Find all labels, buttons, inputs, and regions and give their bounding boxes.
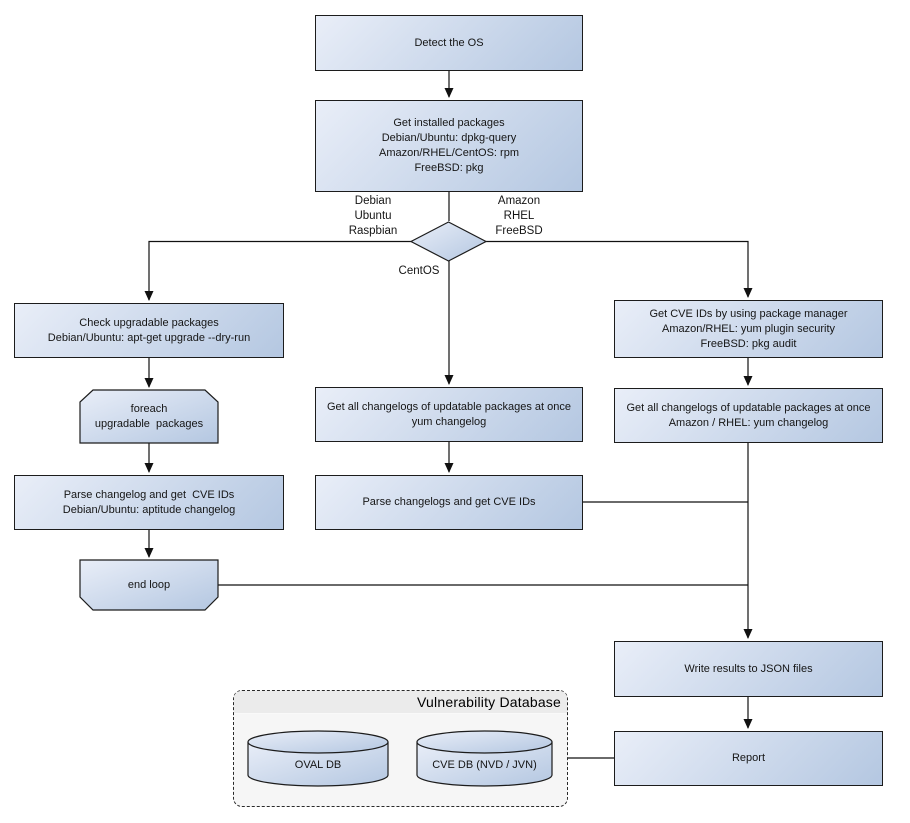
arrow-diamond-to-debian-branch — [144, 240, 412, 301]
cve-db-cylinder — [416, 730, 553, 787]
vulnerability-database-title: Vulnerability Database — [417, 694, 561, 710]
cve-db-label: CVE DB (NVD / JVN) — [432, 758, 537, 771]
end-loop-shape — [79, 559, 219, 611]
node-detect-os: Detect the OS — [315, 15, 583, 71]
os-decision-diamond — [409, 221, 488, 262]
end-loop-label: end loop — [127, 578, 171, 591]
node-get-installed-packages: Get installed packages Debian/Ubuntu: dp… — [315, 100, 583, 192]
oval-db-label: OVAL DB — [294, 758, 342, 771]
node-parse-changelogs-centos: Parse changelogs and get CVE IDs — [315, 475, 583, 530]
foreach-loop-shape — [79, 389, 219, 444]
node-report: Report — [614, 731, 883, 786]
vulnerability-database-header: Vulnerability Database — [234, 691, 567, 714]
branch-label-debian-ubuntu-raspbian: Debian Ubuntu Raspbian — [348, 195, 398, 237]
foreach-loop-label: foreach upgradable packages — [94, 402, 204, 430]
node-write-results-json: Write results to JSON files — [614, 641, 883, 697]
node-get-cve-ids-package-manager: Get CVE IDs by using package manager Ama… — [614, 300, 883, 358]
node-get-changelogs-amazon-rhel: Get all changelogs of updatable packages… — [614, 388, 883, 443]
branch-label-centos: CentOS — [398, 265, 440, 277]
arrow-diamond-to-amazon-branch — [485, 240, 753, 298]
node-check-upgradable-packages: Check upgradable packages Debian/Ubuntu:… — [14, 303, 284, 358]
branch-label-amazon-rhel-freebsd: Amazon RHEL FreeBSD — [495, 195, 543, 237]
node-parse-changelog-debian: Parse changelog and get CVE IDs Debian/U… — [14, 475, 284, 530]
oval-db-cylinder — [247, 730, 389, 787]
node-get-changelogs-centos: Get all changelogs of updatable packages… — [315, 387, 583, 442]
